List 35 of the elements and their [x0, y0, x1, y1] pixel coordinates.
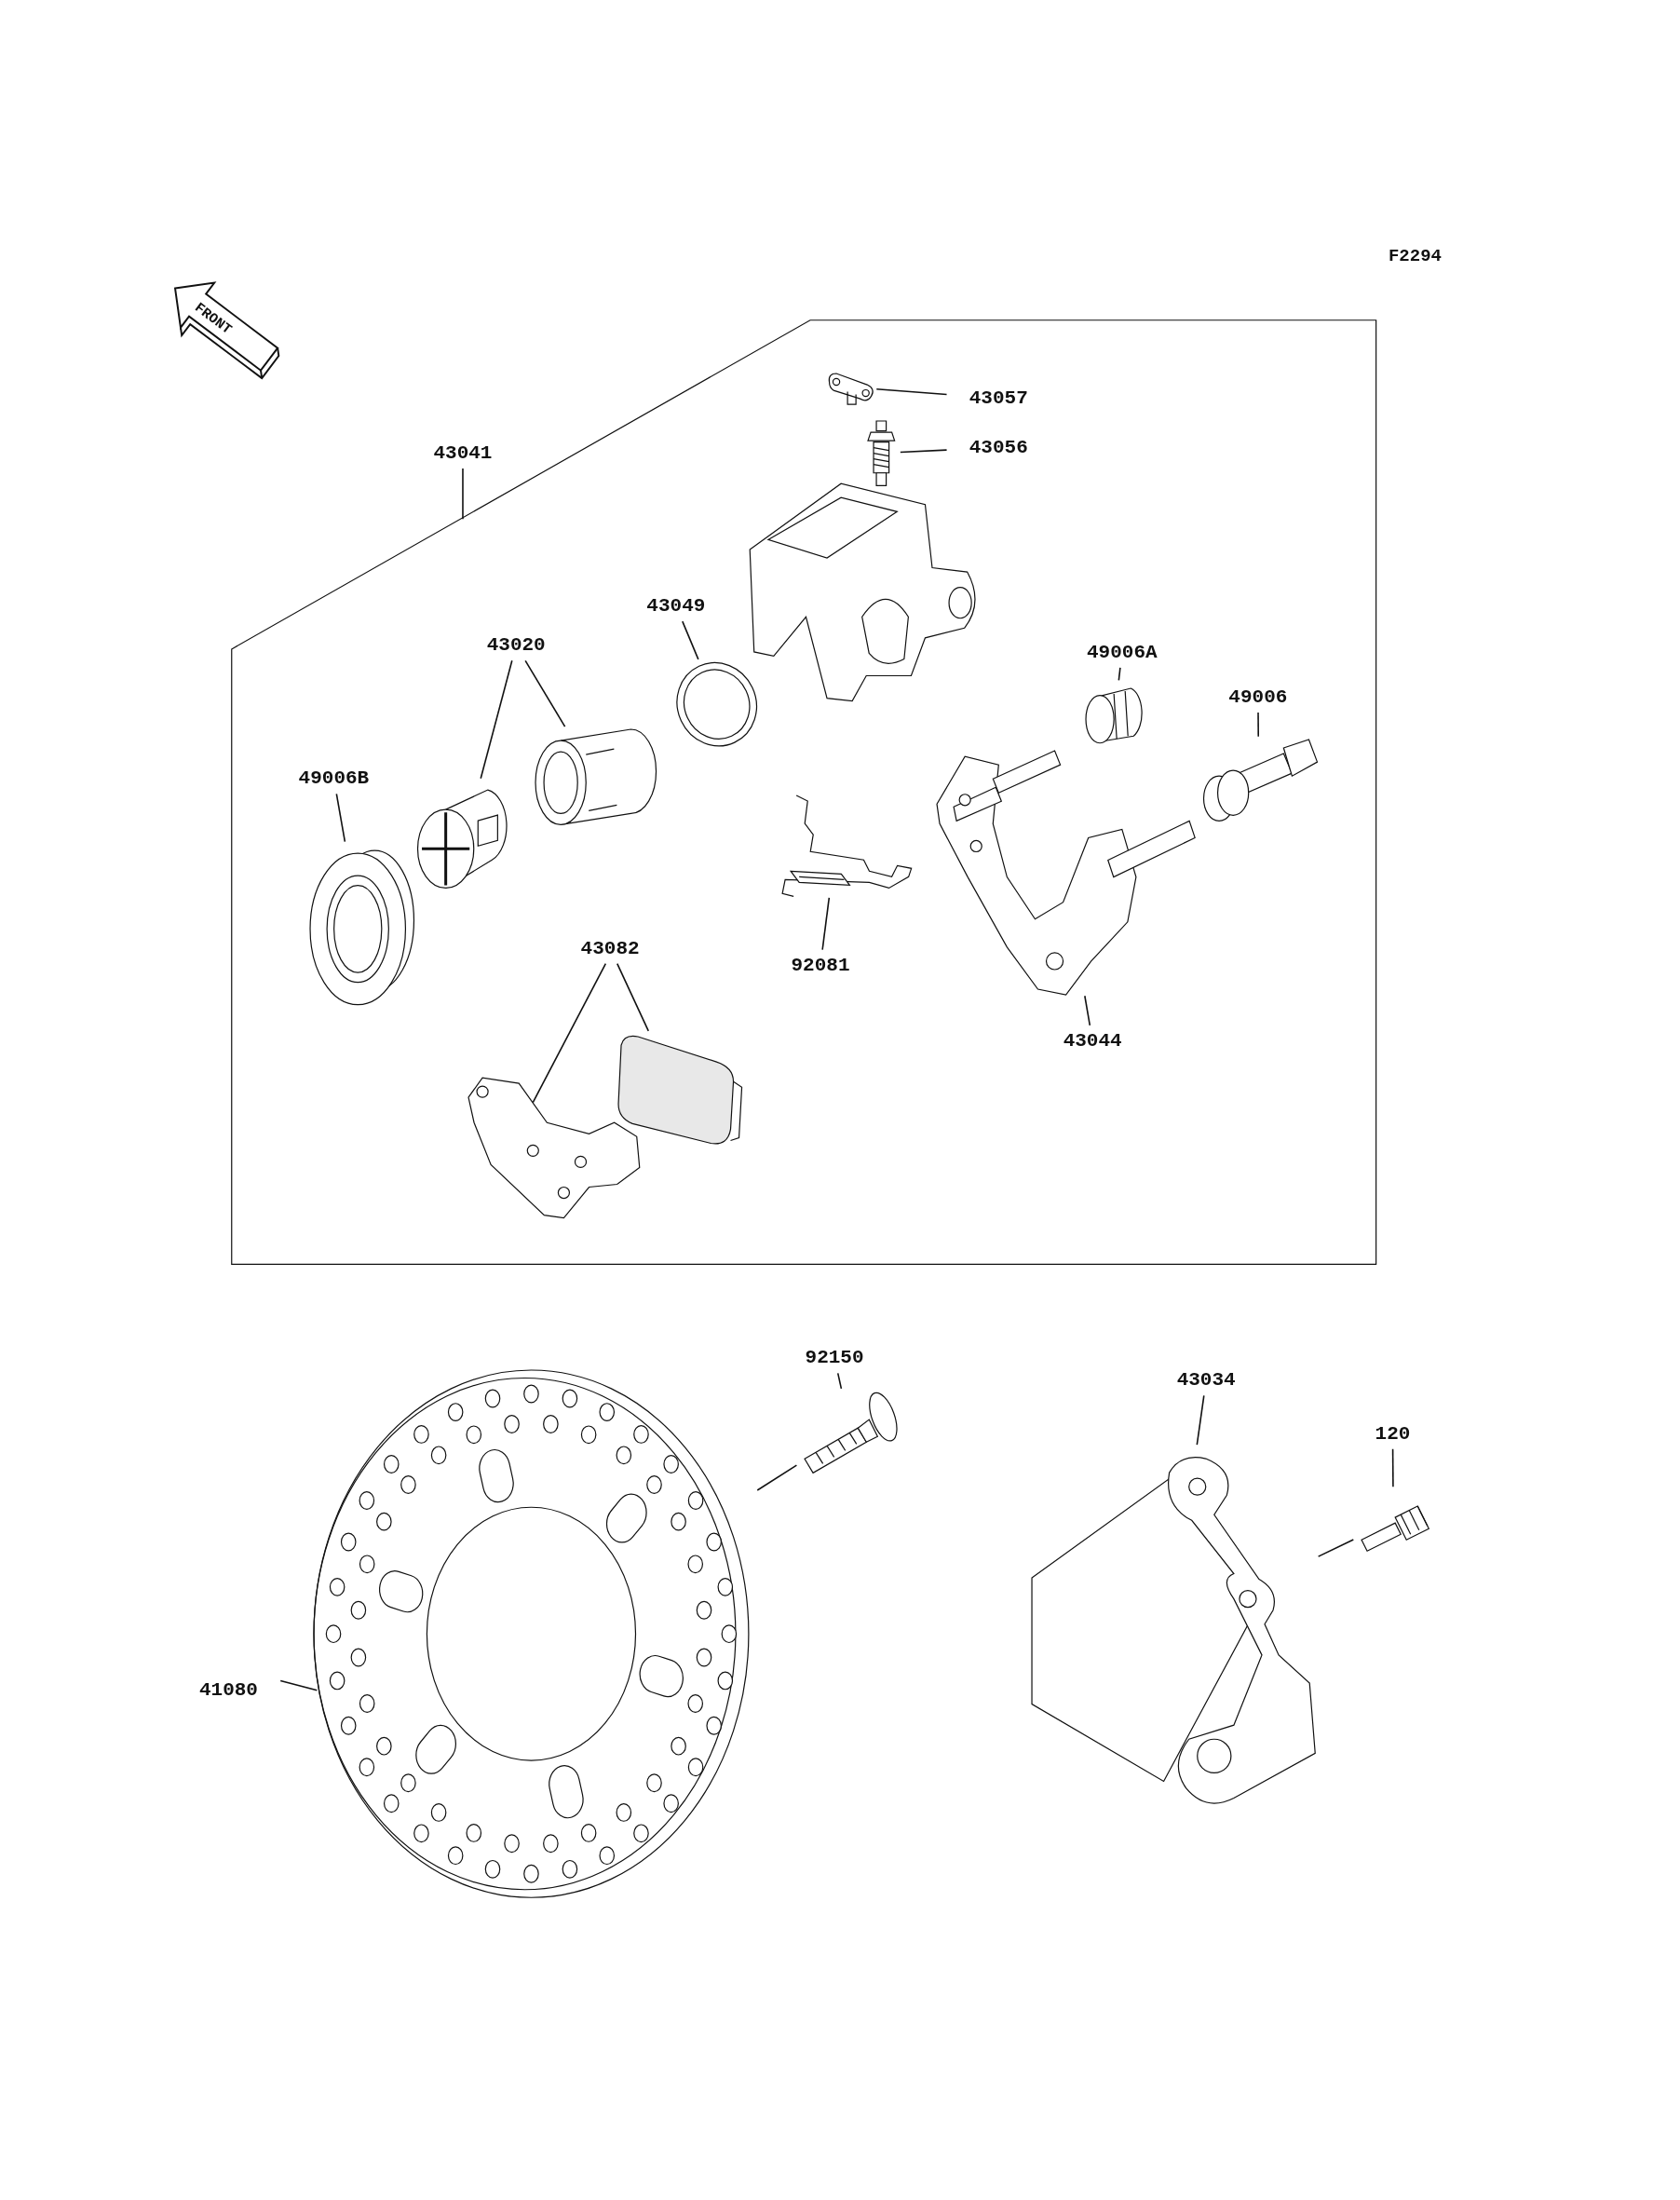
- part-number: 43057: [946, 383, 1050, 414]
- part-number: 92081: [768, 949, 873, 981]
- leader-line: [1257, 712, 1260, 738]
- leader-line: [279, 1679, 318, 1691]
- leader-line: [900, 449, 948, 454]
- assembly-frame: [231, 319, 1377, 1266]
- leader-line: [532, 962, 607, 1104]
- part-number: 49006: [1206, 681, 1310, 713]
- leader-line: [682, 620, 699, 660]
- leader-line: [335, 793, 346, 843]
- leader-line: [480, 659, 513, 780]
- part-number: 43082: [558, 932, 662, 964]
- part-number: 43041: [411, 437, 515, 469]
- leader-line: [1317, 1539, 1355, 1557]
- leader-line: [616, 962, 650, 1032]
- part-number: 120: [1362, 1418, 1424, 1449]
- figure-code: F2294: [1388, 245, 1442, 266]
- part-number: 49006A: [1063, 636, 1182, 668]
- leader-line: [756, 1464, 798, 1491]
- part-number: 43044: [1040, 1025, 1145, 1056]
- part-number: 43049: [624, 591, 728, 622]
- part-number: 43020: [464, 630, 568, 661]
- leader-line: [1084, 995, 1091, 1026]
- part-number: 49006B: [275, 763, 393, 794]
- part-number: 43056: [946, 431, 1050, 463]
- part-number: 41080: [176, 1675, 281, 1706]
- part-number: 43034: [1154, 1365, 1258, 1396]
- leader-line: [836, 1372, 843, 1390]
- leader-line: [821, 897, 831, 951]
- leader-line: [1391, 1447, 1394, 1488]
- leader-line: [1196, 1394, 1205, 1446]
- leader-line: [875, 387, 948, 396]
- leader-line: [462, 468, 464, 520]
- leader-line: [524, 659, 566, 727]
- part-number: 92150: [782, 1342, 887, 1374]
